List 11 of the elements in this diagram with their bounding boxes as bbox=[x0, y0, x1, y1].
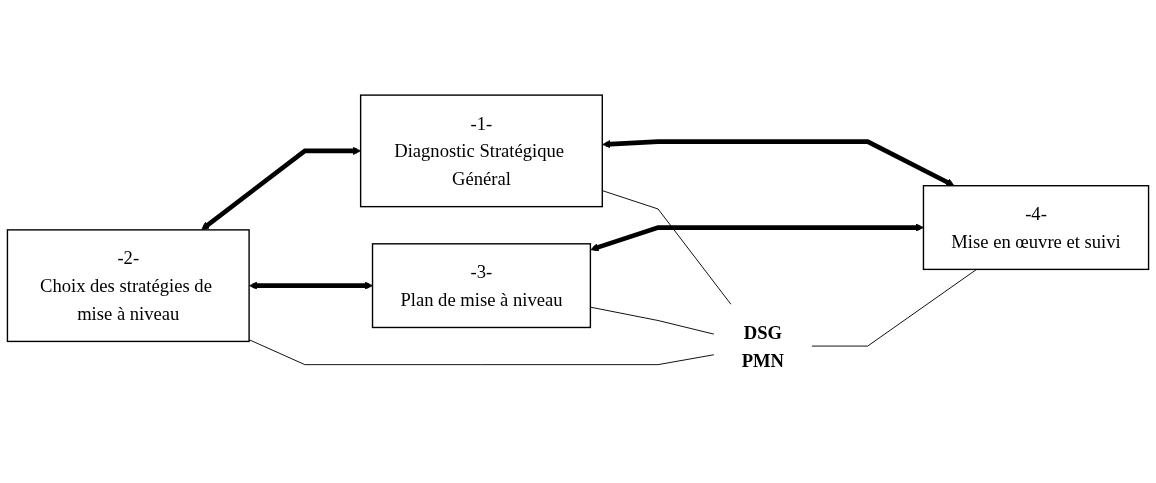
arrow bbox=[249, 281, 373, 290]
arrow bbox=[602, 139, 955, 187]
node-box: -3- Plan de mise à niveau bbox=[371, 243, 592, 329]
node-box: -4- Mise en œuvre et suivi bbox=[922, 185, 1150, 271]
connector bbox=[248, 339, 715, 366]
connector bbox=[811, 268, 978, 347]
node-box: -1- Diagnostic Stratégique Général bbox=[359, 94, 603, 208]
arrow bbox=[201, 146, 361, 231]
node-box: -2- Choix des stratégies de mise à niveau bbox=[6, 229, 250, 343]
node-text: DSG PMN bbox=[741, 321, 785, 371]
arrow bbox=[590, 223, 924, 252]
